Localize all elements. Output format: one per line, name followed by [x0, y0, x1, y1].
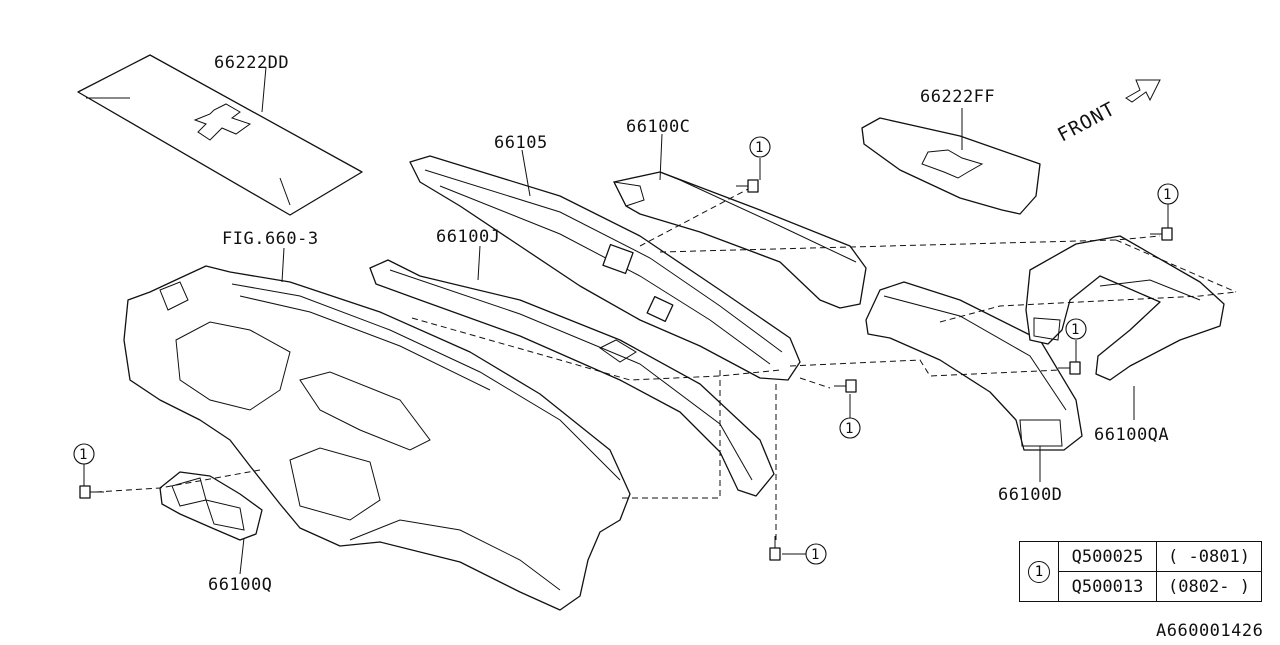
callout-1-b: 1	[1157, 183, 1179, 228]
label-fig-660-3: FIG.660-3	[222, 229, 319, 249]
callout-1-c: 1	[1065, 318, 1087, 362]
svg-text:1: 1	[845, 421, 853, 437]
label-66105: 66105	[494, 133, 548, 153]
label-66100c: 66100C	[626, 117, 690, 137]
legend-row: Q500013 (0802- )	[1059, 571, 1261, 601]
label-66100d: 66100D	[998, 485, 1062, 505]
duct-66100j	[369, 259, 775, 497]
diagram-id: A660001426	[1156, 621, 1263, 640]
vent-66100q	[159, 471, 263, 541]
label-66222ff: 66222FF	[920, 87, 995, 107]
legend-part-number: Q500025	[1059, 542, 1157, 571]
legend-date-range: ( -0801)	[1168, 546, 1250, 567]
front-label: FRONT	[1054, 98, 1119, 147]
callout-1-a: 1	[749, 136, 771, 180]
duct-66100c	[613, 171, 867, 309]
label-66100q: 66100Q	[208, 575, 272, 595]
legend-rows: Q500025 ( -0801) Q500013 (0802- )	[1059, 542, 1261, 601]
bolt-icon	[736, 179, 759, 193]
callout-1-d: 1	[839, 394, 861, 439]
insulator-pad-66222dd	[77, 54, 363, 216]
bolt-icon	[79, 485, 104, 499]
callout-1-e: 1	[73, 443, 95, 486]
svg-text:1: 1	[811, 547, 819, 563]
legend-part-number: Q500013	[1059, 572, 1157, 601]
defroster-nozzle-66105	[409, 155, 801, 381]
legend-date-range: (0802- )	[1168, 576, 1250, 597]
bolt-icon	[769, 536, 781, 561]
insulator-pad-66222ff	[861, 117, 1041, 215]
svg-text:1: 1	[79, 447, 87, 463]
bolt-icon	[1150, 227, 1173, 241]
svg-text:1: 1	[755, 140, 763, 156]
assembly-dashed-lines	[95, 187, 1237, 540]
front-arrow-icon	[1125, 79, 1161, 103]
bolt-icon	[1058, 361, 1081, 375]
bolt-icon	[834, 379, 857, 393]
legend-key-symbol: 1	[1028, 560, 1050, 583]
vent-66100qa	[1025, 235, 1225, 381]
fastener-legend-table: 1 Q500025 ( -0801) Q500013 (0802- )	[1019, 541, 1262, 602]
duct-66100d	[865, 281, 1083, 451]
callout-1-f: 1	[782, 543, 827, 565]
legend-row: Q500025 ( -0801)	[1059, 542, 1261, 571]
bolt-icons	[79, 179, 1173, 561]
label-66222dd: 66222DD	[214, 53, 289, 73]
svg-text:1: 1	[1071, 322, 1079, 338]
instrument-panel-fig-660-3	[123, 265, 631, 611]
label-66100j: 66100J	[436, 227, 500, 247]
svg-text:1: 1	[1163, 187, 1171, 203]
label-66100qa: 66100QA	[1094, 425, 1169, 445]
legend-key-cell: 1	[1020, 542, 1059, 601]
